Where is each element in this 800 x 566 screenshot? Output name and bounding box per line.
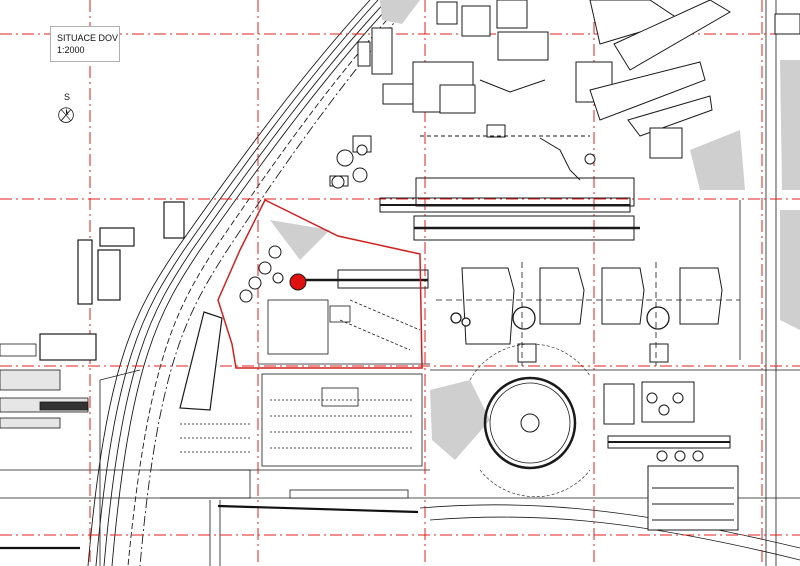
north-arrow-icon [58,107,74,123]
arena [469,343,591,497]
drawing-title-block: SITUACE DOV 1:2000 [50,26,120,62]
left-buildings [39,201,223,411]
north-label: S [64,92,71,102]
parking-central [180,373,423,499]
top-buildings [329,0,800,187]
tanks [331,144,596,189]
lower-right-complex [603,381,739,531]
process-halls [461,267,723,363]
vegetation [270,0,800,460]
drawing-title: SITUACE DOV [57,33,119,43]
process-circles [450,306,670,330]
parking-left [0,343,89,429]
railway-tracks [87,0,415,566]
project-boundary [217,198,423,369]
process-lines [436,262,740,366]
bottom-edges [0,504,419,550]
cylinders [239,245,284,303]
drawing-scale: 1:2000 [57,45,85,55]
location-marker-icon [289,273,307,291]
site-building [267,299,421,355]
industrial-complex [300,79,640,289]
